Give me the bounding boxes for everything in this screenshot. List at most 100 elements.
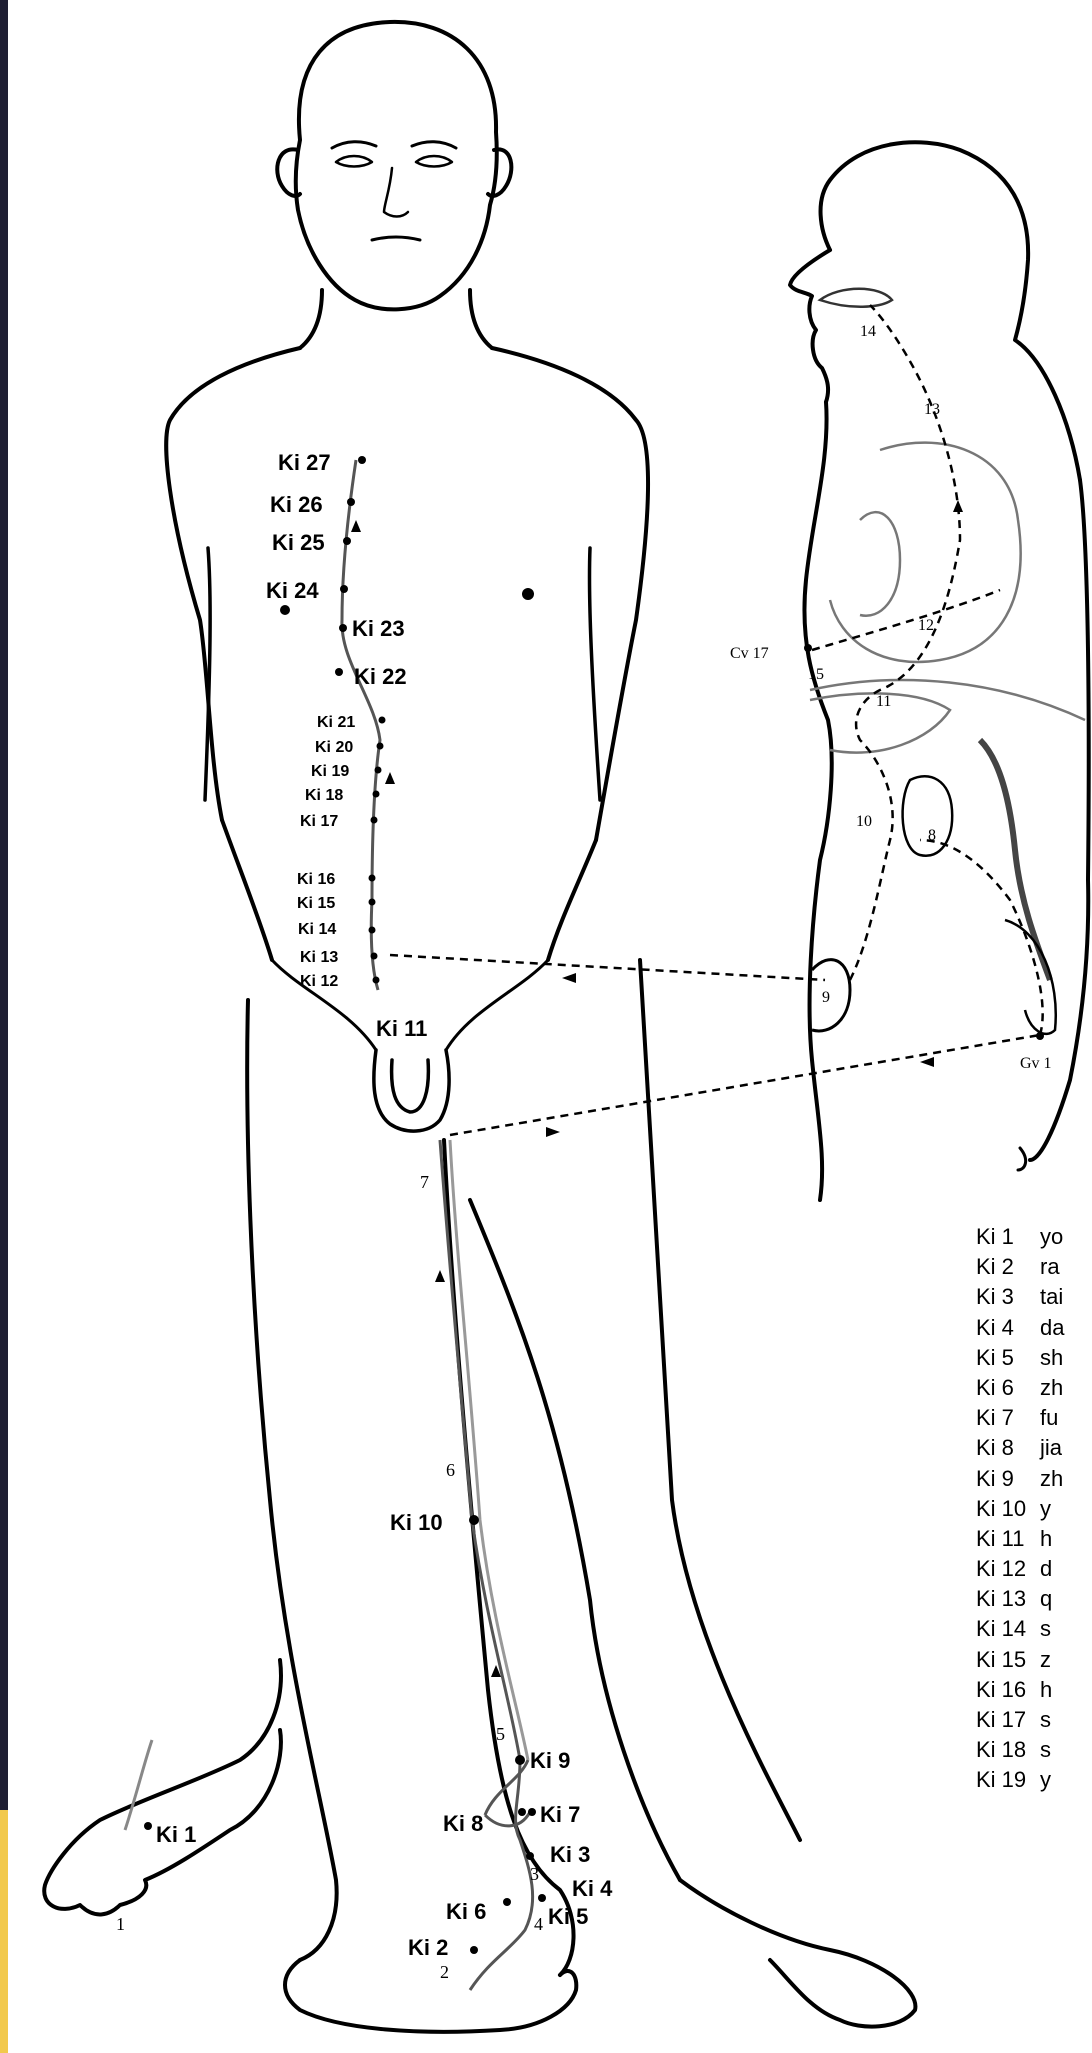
legend-code: Ki 18 (976, 1737, 1040, 1763)
point-ki9 (515, 1755, 525, 1765)
legend-row: Ki 17s (976, 1707, 1092, 1737)
point-ki20 (377, 743, 384, 750)
legend-row: Ki 15z (976, 1647, 1092, 1677)
front-brow-left (332, 142, 376, 148)
legend-point-name: sh (1040, 1345, 1063, 1370)
legend-point-name: zh (1040, 1466, 1063, 1491)
point-ki18 (373, 791, 380, 798)
side-number-9: 9 (822, 989, 830, 1006)
path-number-5: 5 (496, 1724, 505, 1744)
legend-code: Ki 2 (976, 1254, 1040, 1280)
legend-row: Ki 4da (976, 1315, 1092, 1345)
legend-point-name: q (1040, 1586, 1052, 1611)
arrow-up-thigh (435, 1270, 445, 1282)
front-mouth (372, 237, 420, 240)
legend-point-name: y (1040, 1496, 1051, 1521)
legend-code: Ki 12 (976, 1556, 1040, 1582)
legend-row: Ki 5sh (976, 1345, 1092, 1375)
front-eye-left (336, 156, 372, 167)
front-foot-left (285, 1960, 576, 2032)
point-ki25 (343, 537, 351, 545)
legend-code: Ki 10 (976, 1496, 1040, 1522)
front-eye-right (416, 156, 452, 167)
legend-code: Ki 16 (976, 1677, 1040, 1703)
front-neck-right (470, 290, 492, 348)
legend-point-name: zh (1040, 1375, 1063, 1400)
label-ki1: Ki 1 (156, 1822, 196, 1847)
side-number-14: 14 (860, 323, 876, 340)
point-ki21 (379, 717, 386, 724)
point-ki12 (373, 977, 380, 984)
side-number-8: 8 (928, 827, 936, 844)
point-gv1 (1036, 1032, 1044, 1040)
side-number-13: 13 (924, 401, 940, 418)
point-ki8 (518, 1808, 526, 1816)
label-ki16: Ki 16 (297, 871, 335, 888)
side-number-10: 10 (856, 813, 872, 830)
front-arm-right-inner (589, 548, 600, 800)
label-gv1: Gv 1 (1020, 1055, 1052, 1072)
dashed-path-side-cv (812, 590, 1000, 650)
side-bladder (812, 960, 850, 1031)
label-ki11: Ki 11 (376, 1016, 427, 1041)
arrow-up-side-chest (953, 500, 963, 512)
legend-code: Ki 14 (976, 1616, 1040, 1642)
legend-point-name: da (1040, 1315, 1064, 1340)
meridian-leg-line-2 (450, 1140, 528, 1760)
point-ki17 (371, 817, 378, 824)
side-spine (980, 740, 1050, 980)
side-head-outline (821, 142, 1080, 480)
label-ki27: Ki 27 (278, 450, 331, 475)
arrow-left-gv (920, 1057, 934, 1067)
path-number-3: 3 (530, 1864, 539, 1884)
label-ki12: Ki 12 (300, 973, 338, 990)
legend-code: Ki 7 (976, 1405, 1040, 1431)
legend-row: Ki 12d (976, 1556, 1092, 1586)
arrow-right-genitals (546, 1127, 560, 1137)
legend-point-name: s (1040, 1737, 1051, 1762)
dashed-pathway-bladder (390, 955, 825, 980)
legend-point-name: y (1040, 1767, 1051, 1792)
point-ki26 (347, 498, 355, 506)
path-number-7: 7 (420, 1172, 429, 1192)
side-number-11: 11 (876, 693, 891, 710)
label-ki18: Ki 18 (305, 787, 343, 804)
legend-row: Ki 8jia (976, 1435, 1092, 1465)
side-number-15: 15 (808, 666, 824, 683)
path-number-2: 2 (440, 1962, 449, 1982)
legend-point-name: z (1040, 1647, 1051, 1672)
point-ki5 (538, 1894, 546, 1902)
side-mouth-cavity (820, 289, 892, 307)
legend-code: Ki 5 (976, 1345, 1040, 1371)
point-ki19 (375, 767, 382, 774)
legend-point-name: jia (1040, 1435, 1062, 1460)
front-head-outline (296, 22, 497, 309)
arrow-up-trunk (351, 520, 361, 532)
legend-code: Ki 1 (976, 1224, 1040, 1250)
legend-point-name: yo (1040, 1224, 1063, 1249)
path-number-4: 4 (534, 1914, 543, 1934)
legend-code: Ki 6 (976, 1375, 1040, 1401)
label-ki24: Ki 24 (266, 578, 319, 603)
acupoint-legend: Ki 1yoKi 2raKi 3taiKi 4daKi 5shKi 6zhKi … (976, 1224, 1092, 1798)
legend-code: Ki 4 (976, 1315, 1040, 1341)
legend-row: Ki 16h (976, 1677, 1092, 1707)
dashed-path-side-spine (920, 840, 1043, 1035)
label-ki22: Ki 22 (354, 664, 407, 689)
legend-point-name: h (1040, 1677, 1052, 1702)
label-ki7: Ki 7 (540, 1802, 580, 1827)
path-number-6: 6 (446, 1460, 455, 1480)
front-foot-right (680, 1880, 915, 2027)
legend-code: Ki 19 (976, 1767, 1040, 1793)
legend-point-name: tai (1040, 1284, 1063, 1309)
legend-code: Ki 15 (976, 1647, 1040, 1673)
point-ki24 (340, 585, 348, 593)
label-ki19: Ki 19 (311, 763, 349, 780)
side-cutoff (1018, 1148, 1026, 1170)
